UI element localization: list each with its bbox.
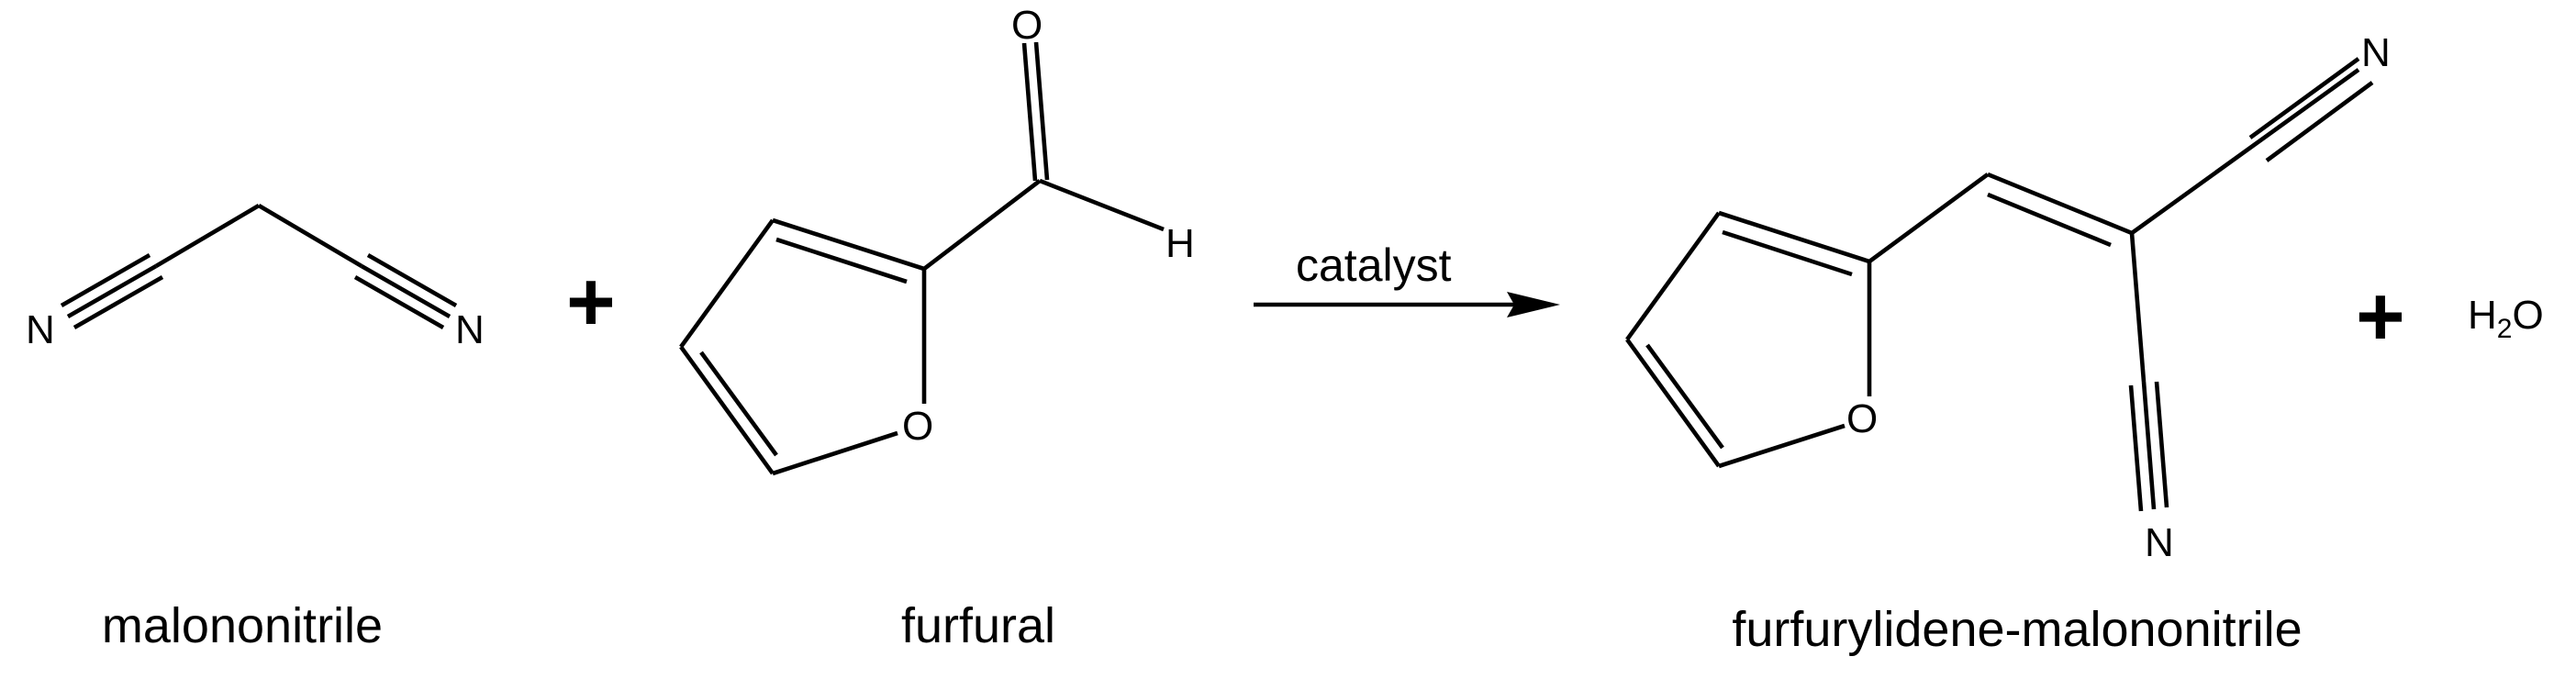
bond-c2-c3 [772, 217, 925, 272]
bond-c2-c3-inner [775, 237, 908, 284]
bond-p-c2-c3-inner [1722, 229, 1853, 277]
atom-o-ring: O [902, 404, 933, 449]
double-bond-exocyclic [1987, 172, 2133, 248]
bond-c5-o1 [772, 430, 898, 476]
atom-n-right: N [455, 307, 485, 352]
triple-bond-bottom [2128, 381, 2169, 512]
water-subscript: 2 [2497, 314, 2513, 344]
atom-n-top: N [2361, 30, 2391, 75]
bond-p-c3-c4 [1625, 211, 1721, 341]
triple-bond-top [2130, 57, 2374, 235]
furfurylidene-malononitrile-structure: O N N [1625, 30, 2391, 565]
bond-c-cn-bottom [2129, 232, 2147, 383]
atom-h-aldehyde: H [1165, 221, 1195, 266]
bond-c3-c4 [679, 218, 775, 349]
furfural-structure: O H O [679, 3, 1195, 476]
bond-p-c5-o1 [1718, 423, 1846, 469]
malononitrile-structure: N N [26, 204, 485, 352]
atom-n-bottom: N [2145, 520, 2174, 565]
atom-o-carbonyl: O [1011, 3, 1043, 48]
arrow-condition: catalyst [1296, 239, 1452, 291]
triple-bond-left [60, 253, 164, 329]
bond-c2-cho [922, 179, 1042, 271]
bond-ch2-cright [257, 204, 363, 268]
bond-p-c2-c3 [1718, 210, 1870, 264]
water-h: H [2468, 293, 2497, 338]
bond-ch2-cleft [154, 204, 261, 268]
water-formula: H2O [2468, 293, 2544, 344]
triple-bond-right [353, 253, 458, 329]
atom-n-left: N [26, 307, 55, 352]
label-furfurylidene-malononitrile: furfurylidene-malononitrile [1732, 602, 2302, 657]
bond-p-c4-c5-inner [1645, 343, 1724, 450]
label-furfural: furfural [901, 598, 1055, 653]
bond-p-c2-ch [1868, 173, 1990, 263]
double-bond-carbonyl [1021, 41, 1050, 182]
bond-p-c4-c5 [1625, 338, 1721, 468]
plus-sign-1: + [566, 255, 616, 349]
bond-c-h [1039, 178, 1165, 232]
atom-p-o-ring: O [1846, 396, 1878, 441]
bond-c4-c5-inner [699, 351, 778, 457]
plus-sign-2: + [2356, 270, 2405, 363]
label-malononitrile: malononitrile [102, 598, 383, 653]
water-o: O [2512, 293, 2543, 338]
bond-c4-c5 [679, 345, 775, 475]
reaction-arrow [1254, 292, 1560, 317]
